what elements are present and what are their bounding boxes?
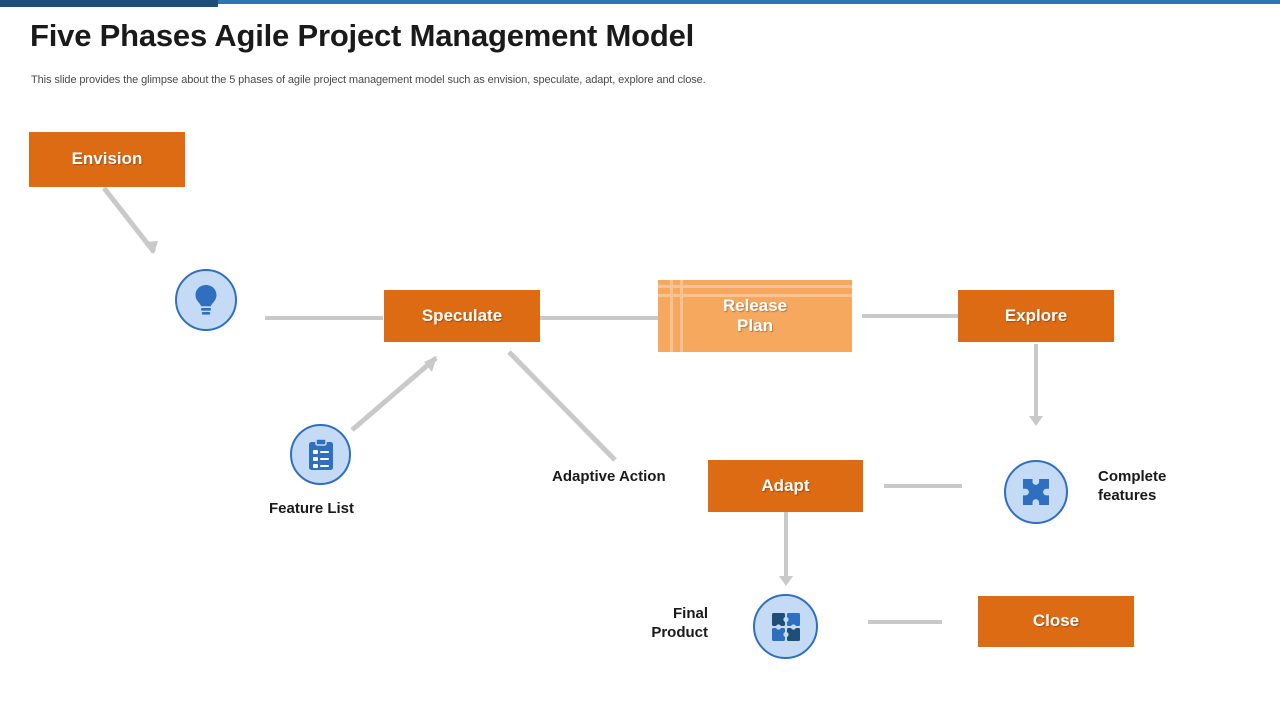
- top-accent-bar-dark: [0, 0, 218, 7]
- label-feature-list: Feature List: [269, 500, 355, 517]
- lightbulb-icon: [191, 283, 221, 317]
- connector-adapt-arrowhead: [779, 576, 793, 586]
- phase-box-adapt[interactable]: Adapt: [708, 460, 863, 512]
- connector-adapt-to-complete: [884, 484, 962, 488]
- label-final-product-line2: Product: [651, 623, 708, 641]
- connector-lightbulb-to-speculate: [265, 316, 383, 320]
- label-complete-features-line1: Complete: [1098, 468, 1167, 485]
- phase-box-close[interactable]: Close: [978, 596, 1134, 647]
- page-title: Five Phases Agile Project Management Mod…: [30, 18, 695, 53]
- phase-label-release-plan-line2: Plan: [737, 316, 773, 335]
- phase-label-speculate: Speculate: [421, 305, 503, 325]
- phase-box-envision[interactable]: Envision: [29, 132, 185, 187]
- puzzle-assembled-icon: [769, 610, 803, 644]
- page-subtitle: This slide provides the glimpse about th…: [31, 74, 706, 86]
- phase-label-close: Close: [1032, 611, 1080, 631]
- label-final-product: Final Product: [598, 605, 708, 643]
- clipboard-checklist-icon-badge[interactable]: [290, 424, 351, 485]
- phase-box-speculate[interactable]: Speculate: [384, 290, 540, 342]
- connector-release-to-explore: [862, 314, 958, 318]
- label-final-product-line1: Final: [672, 605, 708, 622]
- puzzle-piece-icon-badge[interactable]: [1004, 460, 1068, 524]
- phase-box-explore[interactable]: Explore: [958, 290, 1114, 342]
- connector-explore-arrowhead: [1029, 416, 1043, 426]
- connector-explore-to-complete: [1034, 344, 1038, 420]
- label-adaptive-action: Adaptive Action: [552, 468, 666, 485]
- connector-adapt-to-final-product: [784, 512, 788, 580]
- puzzle-piece-icon: [1019, 475, 1053, 509]
- connector-envision-to-lightbulb: [102, 186, 158, 254]
- phase-label-release-plan-line1: Release: [722, 295, 788, 315]
- phase-box-release-plan[interactable]: Release Plan: [658, 280, 852, 352]
- label-complete-features-line2: features: [1098, 486, 1157, 504]
- label-complete-features: Complete features: [1098, 468, 1248, 506]
- connector-featurelist-to-speculate: [350, 356, 438, 432]
- phase-label-explore: Explore: [1004, 305, 1068, 325]
- lightbulb-icon-badge[interactable]: [175, 269, 237, 331]
- connector-final-to-close: [868, 620, 942, 624]
- top-accent-bar-light: [218, 0, 1280, 4]
- phase-label-envision: Envision: [71, 149, 143, 169]
- connector-speculate-to-adaptive-action: [507, 350, 617, 462]
- connector-speculate-to-release: [540, 316, 658, 320]
- clipboard-checklist-icon: [307, 437, 335, 472]
- puzzle-assembled-icon-badge[interactable]: [753, 594, 818, 659]
- phase-label-adapt: Adapt: [761, 475, 810, 495]
